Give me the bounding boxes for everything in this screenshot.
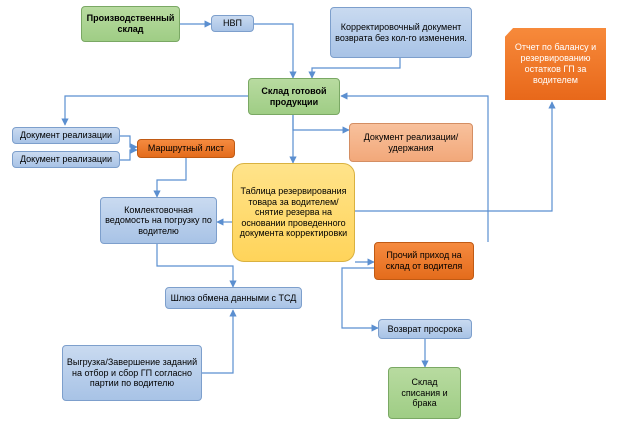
node-other-income: Прочий приход на склад от водителя <box>374 242 474 280</box>
node-sales-doc-2: Документ реализации <box>12 151 120 168</box>
node-sales-doc-1: Документ реализации <box>12 127 120 144</box>
edge-nvp-to-fgw <box>254 23 297 79</box>
node-picking-sheet: Комлектовочная ведомость на погрузку по … <box>100 197 217 244</box>
edge-fgw-to-withholding <box>292 115 350 134</box>
node-expired-return: Возврат просрока <box>378 319 472 339</box>
edge-sales1-to-route <box>120 135 138 151</box>
node-route-sheet: Маршрутный лист <box>137 139 235 158</box>
edge-income-to-gateway <box>341 267 374 298</box>
node-tsd-gateway: Шлюз обмена данными с ТСД <box>165 287 302 309</box>
edge-route-to-picking <box>153 158 187 198</box>
edge-upload-to-gateway <box>202 309 237 374</box>
node-upload-tasks: Выгрузка/Завершение заданий на отбор и с… <box>62 345 202 401</box>
edge-gateway-to-return <box>341 298 379 332</box>
node-production-warehouse: Производственный склад <box>81 6 180 42</box>
node-correction-doc: Корректировочный документ возврата без к… <box>330 7 472 58</box>
node-sales-withholding-doc: Документ реализации/удержания <box>349 123 473 162</box>
edge-income-to-fgw <box>340 92 489 242</box>
node-report: Отчет по балансу и резервированию остатк… <box>505 28 606 100</box>
edge-table-to-report <box>355 101 556 212</box>
edge-picking-to-gateway <box>156 244 237 288</box>
node-writeoff-warehouse: Склад списания и брака <box>388 367 461 419</box>
edge-sales2-to-route <box>120 146 138 161</box>
edge-correction-to-fgw <box>308 58 401 79</box>
node-finished-goods-warehouse: Склад готовой продукции <box>248 78 340 115</box>
node-nvp: НВП <box>211 15 254 32</box>
edge-fgw-to-sales1 <box>61 95 248 126</box>
node-reservation-table: Таблица резервирования товара за водител… <box>232 163 355 262</box>
